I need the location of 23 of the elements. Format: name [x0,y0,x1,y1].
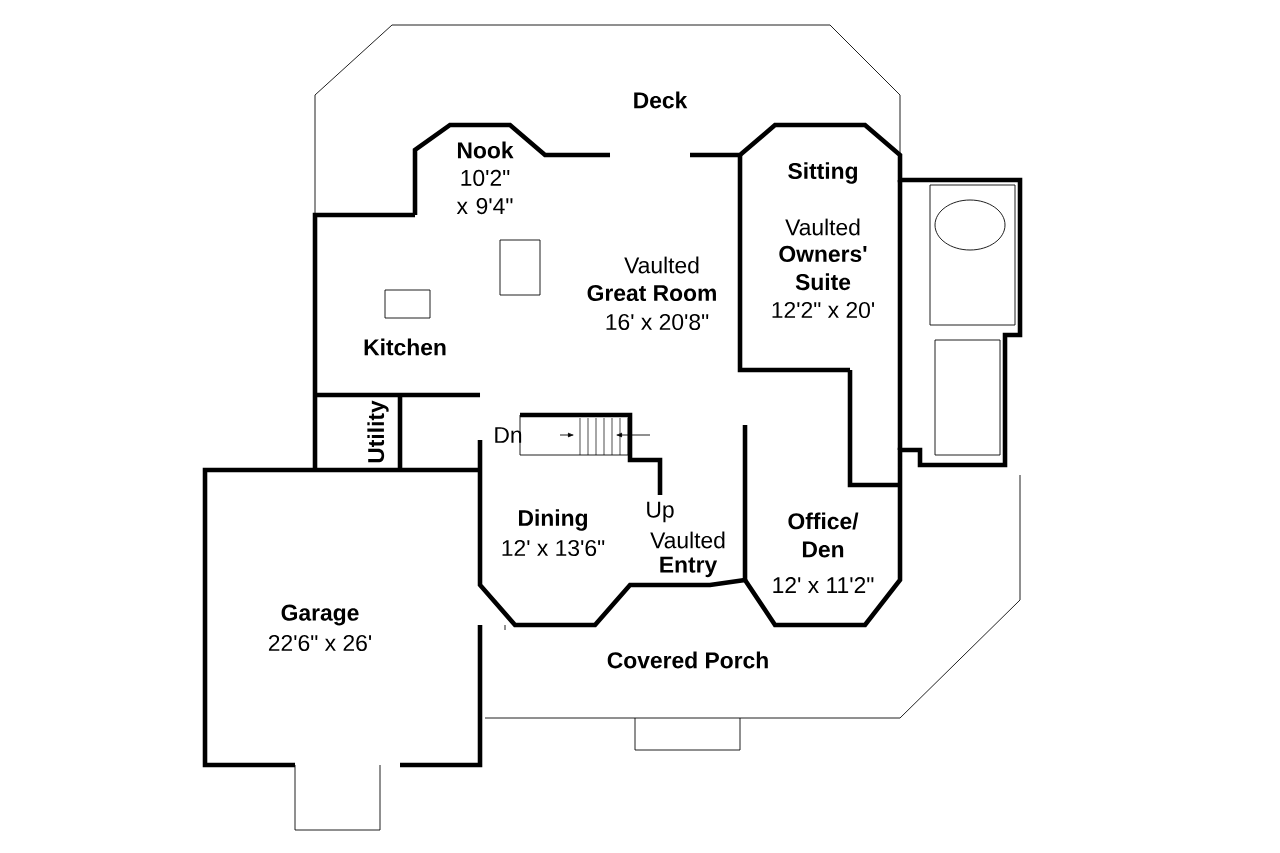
dimension-text: Vaulted [785,218,860,236]
dimension-text: 22'6" x 26' [268,634,372,652]
room-label: Great Room [587,284,716,302]
dimension-text: 10'2" x 9'4" [456,169,513,215]
dimension-text: 12' x 11'2" [773,577,874,593]
room-label: Office/ Den [788,512,859,558]
room-label: Nook [457,141,514,159]
dimension-text: 16' x 20'8" [606,313,709,331]
dimension-text: Dn [495,427,522,443]
dimension-text: Vaulted [650,531,725,549]
dimension-text: Up [647,501,674,523]
room-label: Entry [660,556,718,578]
dimension-text: 12' x 13'6" [502,539,605,557]
room-label: Owners' Suite [779,245,867,291]
room-label: Kitchen [364,338,446,356]
dimension-text: 12'2" x 20' [772,301,875,319]
room-label: Covered Porch [607,651,768,669]
room-label: Dining [519,509,587,531]
room-label: Garage [281,604,359,626]
dimension-text: Vaulted [624,256,699,274]
room-label: Deck [634,91,688,109]
room-label: Sitting [788,162,857,184]
room-label: Utility [367,400,389,463]
